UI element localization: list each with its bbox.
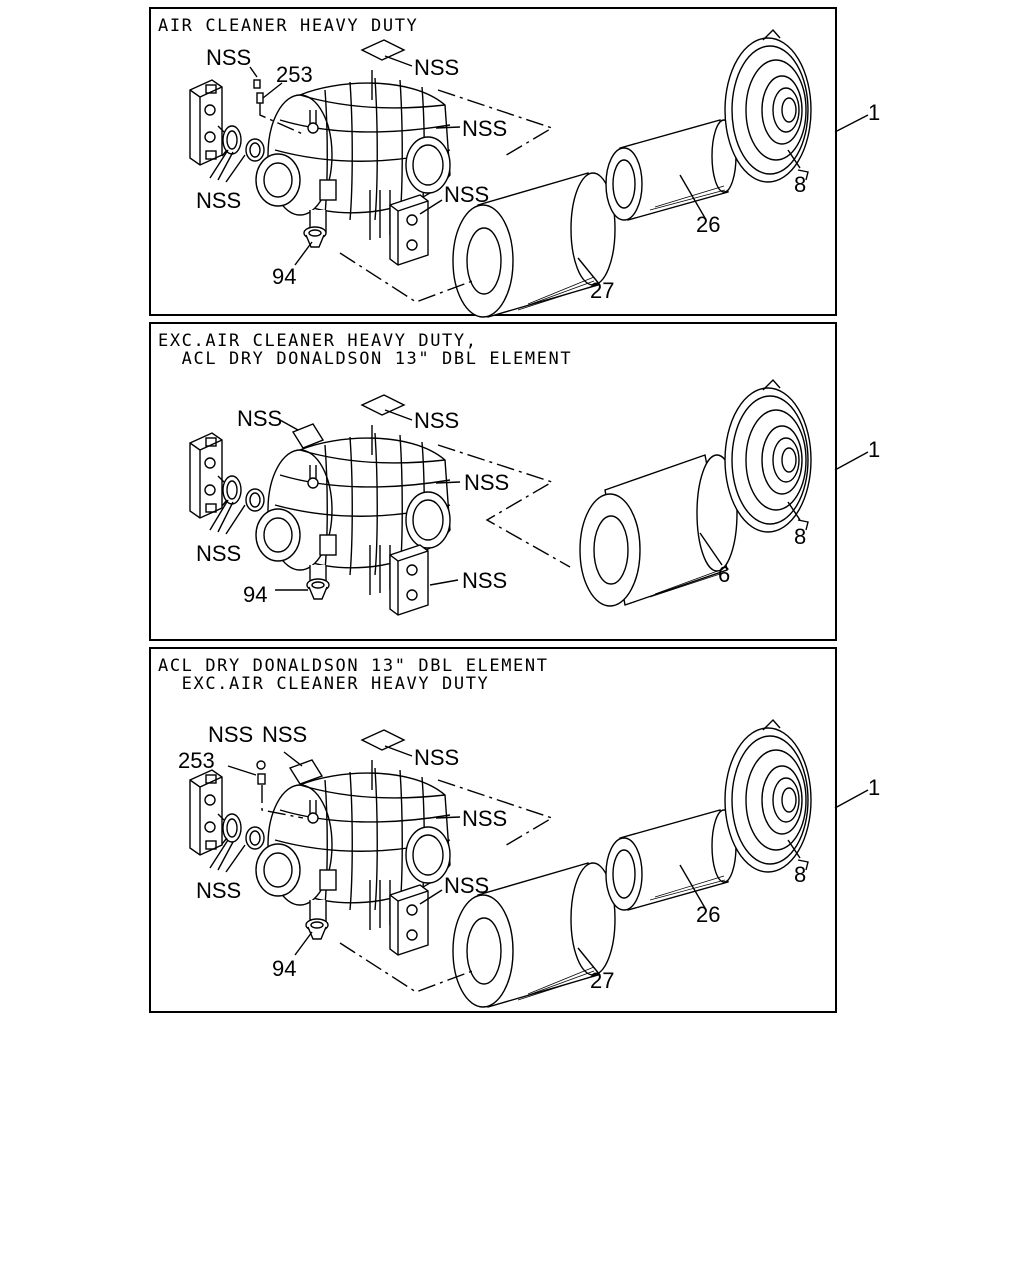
label-nss: NSS: [414, 408, 459, 433]
label-nss: NSS: [237, 406, 282, 431]
panel-title-line-1: ACL DRY DONALDSON 13" DBL ELEMENT: [158, 656, 549, 676]
ref-1: 1: [868, 437, 880, 462]
label-nss: NSS: [208, 722, 253, 747]
assembly-3: NSS NSS 253 NSS NSS NSS NSS 94 27 26 8 1: [178, 719, 880, 1008]
label-nss: NSS: [464, 470, 509, 495]
label-94: 94: [272, 956, 296, 981]
label-nss: NSS: [462, 116, 507, 141]
label-94: 94: [243, 582, 267, 607]
label-nss: NSS: [196, 188, 241, 213]
label-27: 27: [590, 278, 614, 303]
label-nss: NSS: [196, 541, 241, 566]
label-nss: NSS: [262, 722, 307, 747]
label-253: 253: [178, 748, 215, 773]
label-nss: NSS: [196, 878, 241, 903]
panel-title: AIR CLEANER HEAVY DUTY: [158, 17, 418, 35]
label-8: 8: [794, 172, 806, 197]
label-253: 253: [276, 62, 313, 87]
assembly-2: NSS NSS NSS NSS NSS 94 6 8 1: [189, 379, 880, 616]
label-nss: NSS: [414, 745, 459, 770]
label-nss: NSS: [444, 182, 489, 207]
label-26: 26: [696, 212, 720, 237]
label-8: 8: [794, 524, 806, 549]
label-8: 8: [794, 862, 806, 887]
label-nss: NSS: [462, 568, 507, 593]
label-nss: NSS: [462, 806, 507, 831]
panel-title-line-2: ACL DRY DONALDSON 13" DBL ELEMENT: [158, 349, 573, 369]
panel-title: ACL DRY DONALDSON 13" DBL ELEMENT EXC.AI…: [158, 657, 549, 693]
label-94: 94: [272, 264, 296, 289]
label-nss: NSS: [444, 873, 489, 898]
assembly-1: NSS 253 NSS NSS NSS NSS 94 27 26 8 1: [189, 29, 880, 318]
panel-title-line-1: EXC.AIR CLEANER HEAVY DUTY,: [158, 331, 478, 351]
label-6: 6: [718, 562, 730, 587]
panel-title: EXC.AIR CLEANER HEAVY DUTY, ACL DRY DONA…: [158, 332, 572, 368]
label-27: 27: [590, 968, 614, 993]
ref-1: 1: [868, 100, 880, 125]
label-nss: NSS: [206, 45, 251, 70]
label-26: 26: [696, 902, 720, 927]
label-nss: NSS: [414, 55, 459, 80]
ref-1: 1: [868, 775, 880, 800]
panel-title-line-1: AIR CLEANER HEAVY DUTY: [158, 16, 419, 36]
panel-title-line-2: EXC.AIR CLEANER HEAVY DUTY: [158, 674, 490, 694]
